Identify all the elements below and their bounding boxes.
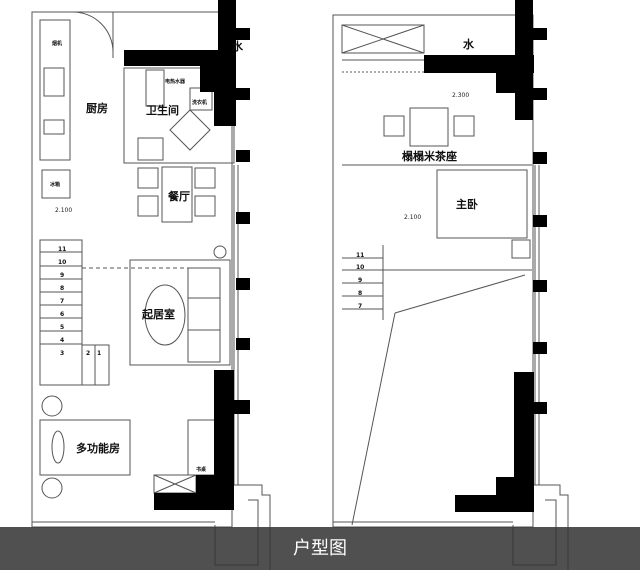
- caption-bar: 户型图: [0, 527, 640, 570]
- room-label-master-bedroom: 主卧: [456, 198, 478, 211]
- stair-step: 5: [60, 324, 65, 331]
- stair-step: 1: [97, 350, 102, 357]
- stair-step: 10: [58, 259, 67, 266]
- stair-step: 11: [58, 246, 67, 253]
- stair-step: 7: [60, 298, 65, 305]
- stair-step: 6: [60, 311, 65, 318]
- stair-step: 2: [86, 350, 91, 357]
- stair-step: 11: [356, 252, 365, 259]
- room-label-multi-room: 多功能房: [76, 442, 120, 455]
- stair-step: 9: [358, 277, 363, 284]
- caption-title: 户型图: [293, 538, 347, 559]
- room-label-bathroom: 卫生间: [146, 104, 179, 117]
- stair-step: 8: [358, 290, 363, 297]
- stair-step: 4: [60, 337, 65, 344]
- fixture-label-water-heater: 电热水器: [165, 79, 186, 85]
- room-label-water-right: 水: [463, 38, 474, 51]
- stair-step: 7: [358, 303, 363, 310]
- elevation-mark-upper: 2.300: [452, 92, 470, 99]
- fixture-label-fridge: 冰箱: [50, 182, 61, 188]
- stair-step: 8: [60, 285, 65, 292]
- room-label-living: 起居室: [142, 308, 175, 321]
- room-label-kitchen: 厨房: [86, 102, 108, 115]
- stair-step: 3: [60, 350, 65, 357]
- room-label-tatami: 榻榻米茶座: [402, 150, 457, 163]
- elevation-mark-right: 2.100: [404, 214, 422, 221]
- stair-step: 9: [60, 272, 65, 279]
- fixture-label-washer: 洗衣机: [192, 100, 208, 106]
- elevation-mark-left: 2.100: [55, 207, 73, 214]
- fixture-label-range-hood: 烟机: [52, 41, 63, 47]
- stair-step: 10: [356, 264, 365, 271]
- room-label-dining: 餐厅: [168, 190, 190, 203]
- fixture-label-desk: 书桌: [196, 467, 207, 473]
- room-label-water-left: 水: [232, 40, 243, 53]
